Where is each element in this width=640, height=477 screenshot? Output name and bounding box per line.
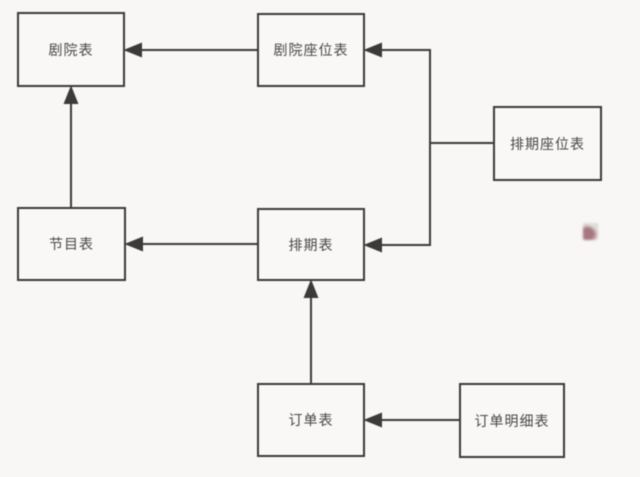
node-theater-seat-table-label: 剧院座位表 [273,42,349,58]
edge-schedule-to-program-arrowhead [124,236,143,252]
node-program-table-label: 节目表 [49,236,94,252]
node-order-detail-table: 订单明细表 [459,383,565,458]
node-theater-table: 剧院表 [17,12,125,87]
node-schedule-seat-table-label: 排期座位表 [510,135,585,152]
node-schedule-seat-table: 排期座位表 [493,106,602,181]
node-schedule-table-label: 排期表 [288,236,334,253]
node-program-table: 节目表 [17,207,126,281]
node-order-table-label: 订单表 [288,412,334,428]
edge-order-to-schedule-arrowhead [303,279,319,298]
edge-scheduleseat-to-theaterseat-arrowhead [363,42,382,58]
node-order-detail-table-label: 订单明细表 [474,412,550,429]
edge-theaterseat-to-theater-arrowhead [123,42,142,58]
watermark-artifact [583,223,598,240]
node-theater-seat-table: 剧院座位表 [257,13,365,87]
node-theater-table-label: 剧院表 [48,41,94,58]
edge-orderdetail-to-order-arrowhead [363,412,382,428]
edge-program-to-theater-arrowhead [63,85,79,104]
edge-scheduleseat-to-schedule-arrowhead [363,237,382,253]
node-order-table: 订单表 [257,383,365,457]
node-schedule-table: 排期表 [257,208,365,281]
